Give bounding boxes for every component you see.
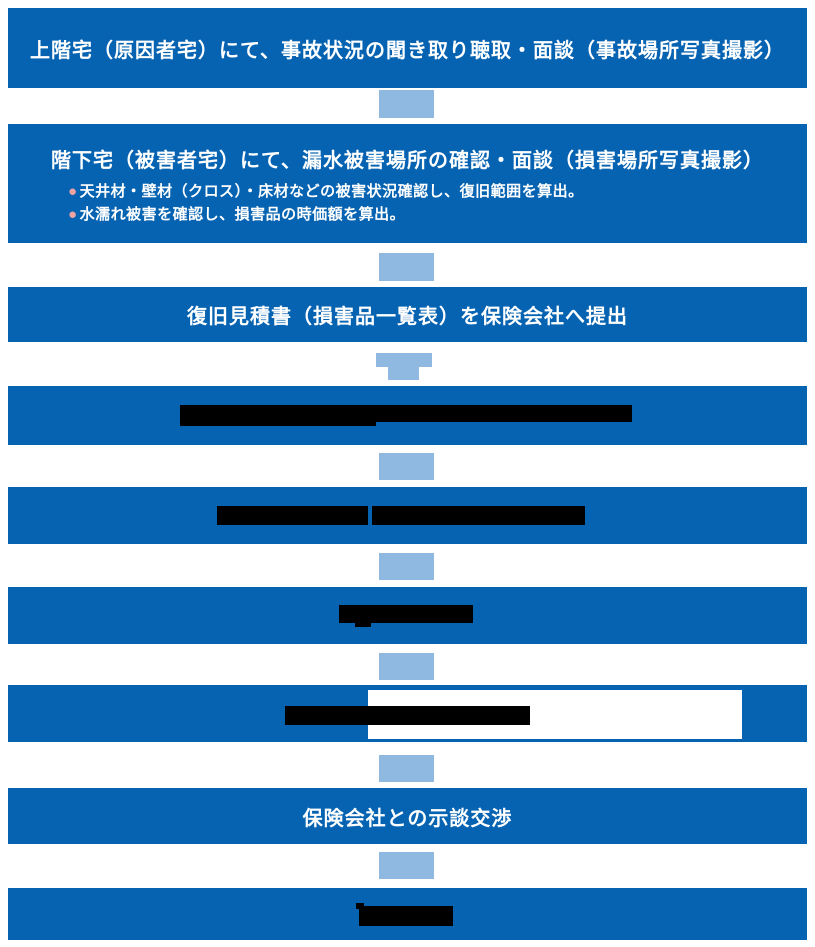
step-2-bullet-2-text: 水濡れ被害を確認し、損害品の時価額を算出。 [79, 205, 406, 223]
step-2-box: 階下宅（被害者宅）にて、漏水被害場所の確認・面談（損害場所写真撮影） ● 天井材… [8, 124, 807, 243]
step-2-content: 階下宅（被害者宅）にて、漏水被害場所の確認・面談（損害場所写真撮影） ● 天井材… [8, 142, 807, 226]
flow-connector-8 [379, 852, 434, 879]
flow-connector-3-bar [376, 353, 432, 367]
bullet-dot-icon: ● [68, 205, 78, 223]
flow-connector-3-stem [388, 367, 419, 380]
step-4-redacted-text-bar [368, 405, 632, 422]
step-1-title: 上階宅（原因者宅）にて、事故状況の聞き取り聴取・面談（事故場所写真撮影） [30, 39, 785, 62]
step-2-bullet-1: ● 天井材・壁材（クロス）・床材などの被害状況確認し、復旧範囲を算出。 [8, 180, 807, 203]
step-1-box: 上階宅（原因者宅）にて、事故状況の聞き取り聴取・面談（事故場所写真撮影） [8, 8, 807, 88]
flow-connector-6 [379, 653, 434, 680]
step-5-redacted-text-bar [372, 506, 585, 525]
step-6-redacted-text-bar [355, 623, 371, 627]
step-4-redacted-text-bar [180, 405, 376, 426]
step-9-box [8, 888, 807, 940]
step-3-title: 復旧見積書（損害品一覧表）を保険会社へ提出 [187, 306, 628, 328]
step-2-bullet-2: ● 水濡れ被害を確認し、損害品の時価額を算出。 [8, 203, 807, 226]
flow-connector-2 [379, 253, 434, 281]
step-2-title: 階下宅（被害者宅）にて、漏水被害場所の確認・面談（損害場所写真撮影） [51, 149, 764, 172]
step-5-redacted-text-bar [217, 506, 368, 525]
flow-connector-7 [379, 755, 434, 782]
flow-connector-1 [379, 90, 434, 118]
step-8-box: 保険会社との示談交渉 [8, 788, 807, 844]
step-2-bullet-1-text: 天井材・壁材（クロス）・床材などの被害状況確認し、復旧範囲を算出。 [79, 182, 584, 200]
step-5-box [8, 487, 807, 544]
step-3-box: 復旧見積書（損害品一覧表）を保険会社へ提出 [8, 287, 807, 342]
step-9-redacted-text-bar [359, 906, 453, 926]
step-4-box [8, 386, 807, 445]
step-7-redacted-text-bar [285, 706, 530, 725]
flow-connector-4 [379, 453, 434, 480]
step-6-redacted-text-bar [339, 605, 473, 623]
bullet-dot-icon: ● [68, 182, 78, 200]
step-6-box [8, 587, 807, 644]
step-8-title: 保険会社との示談交渉 [302, 807, 513, 830]
step-7-box [8, 685, 807, 742]
flow-connector-5 [379, 553, 434, 580]
